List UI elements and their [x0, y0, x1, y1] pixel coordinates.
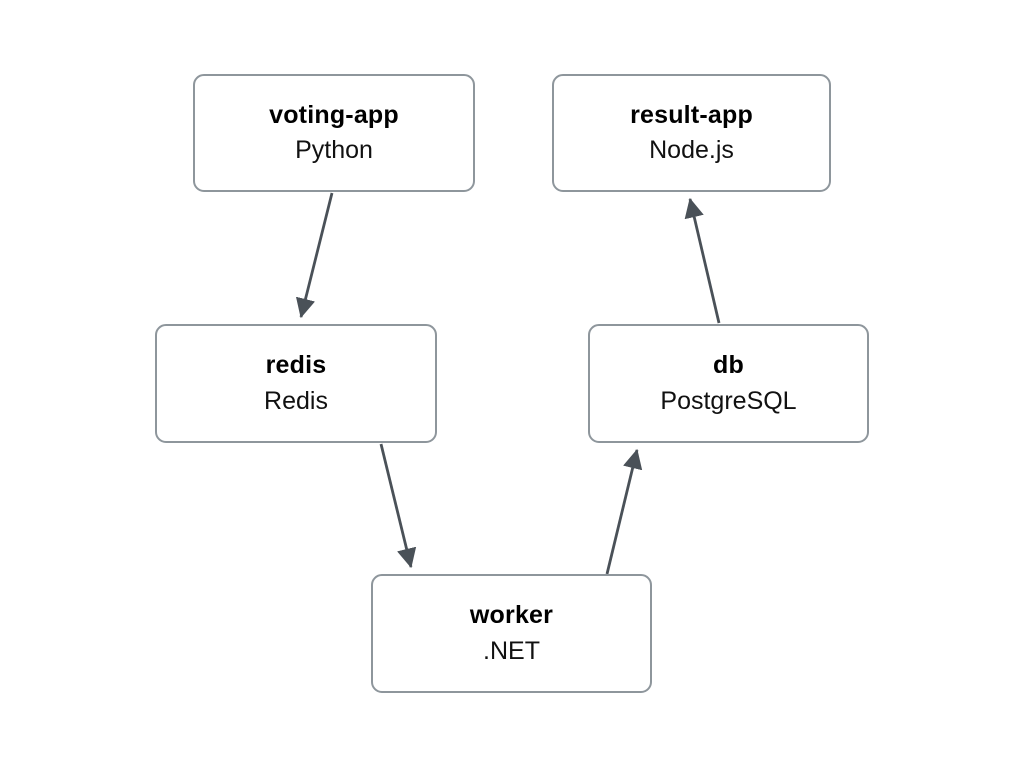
edge-worker-to-db: [605, 448, 643, 575]
node-result-app: result-app Node.js: [552, 74, 831, 192]
node-worker-subtitle: .NET: [483, 636, 540, 665]
node-voting-app: voting-app Python: [193, 74, 475, 192]
node-worker: worker .NET: [371, 574, 652, 693]
node-redis: redis Redis: [155, 324, 437, 443]
node-voting-app-subtitle: Python: [295, 136, 373, 164]
node-worker-title: worker: [469, 601, 554, 630]
node-db: db PostgreSQL: [588, 324, 869, 443]
edge-redis-to-worker: [379, 443, 417, 569]
edge-db-to-result-app: [684, 197, 721, 324]
node-result-app-title: result-app: [630, 100, 753, 129]
node-redis-subtitle: Redis: [264, 386, 328, 415]
node-voting-app-title: voting-app: [269, 100, 399, 129]
edge-voting-app-to-redis: [295, 192, 334, 319]
node-db-title: db: [713, 351, 744, 380]
node-db-subtitle: PostgreSQL: [660, 386, 797, 415]
node-result-app-subtitle: Node.js: [649, 136, 734, 164]
node-redis-title: redis: [265, 351, 327, 380]
